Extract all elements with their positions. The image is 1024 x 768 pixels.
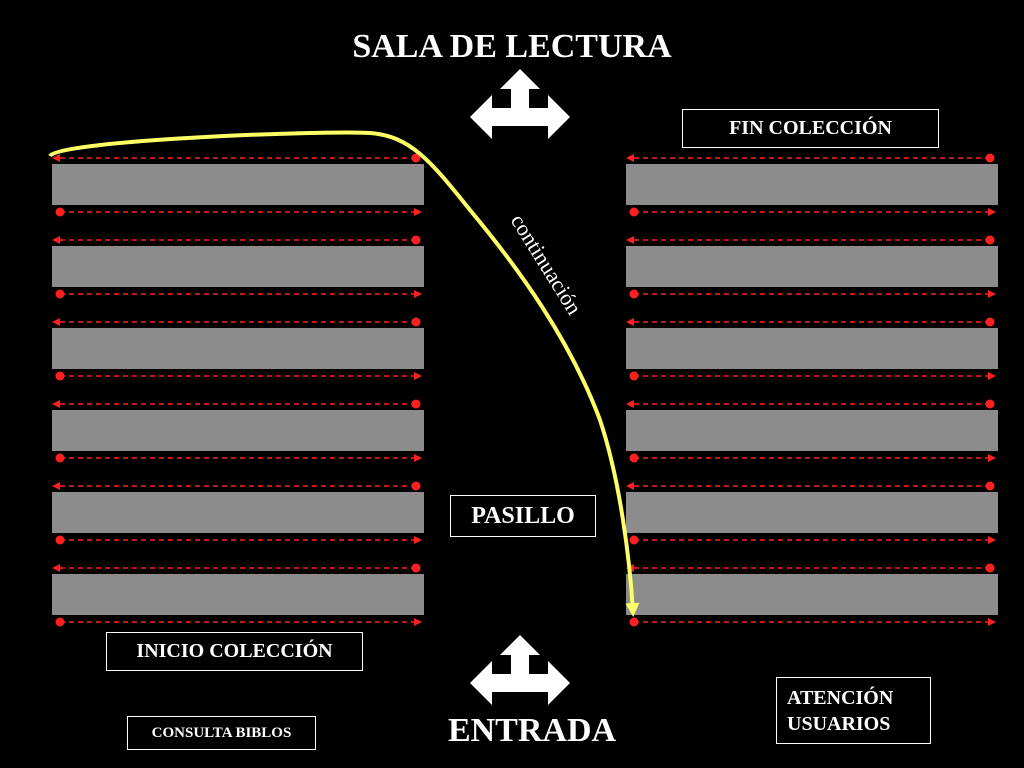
route-dot — [985, 481, 995, 491]
route-dot — [985, 317, 995, 327]
route-dot — [629, 207, 639, 217]
route-dot — [411, 563, 421, 573]
route-dot — [55, 371, 65, 381]
start-collection-box: INICIO COLECCIÓN — [106, 632, 363, 671]
user-service-label-line1: ATENCIÓN — [787, 686, 894, 709]
route-dot — [411, 481, 421, 491]
catalog-label: CONSULTA BIBLOS — [151, 724, 292, 741]
route-dot — [985, 235, 995, 245]
user-service-label-line2: USUARIOS — [787, 712, 891, 735]
route-dot — [411, 399, 421, 409]
route-dot — [55, 617, 65, 627]
route-dot — [55, 535, 65, 545]
shelf — [626, 574, 998, 615]
user-service-box: ATENCIÓN USUARIOS — [776, 677, 931, 744]
shelf — [626, 246, 998, 287]
route-dot — [55, 289, 65, 299]
catalog-box: CONSULTA BIBLOS — [127, 716, 316, 750]
route-dot — [629, 617, 639, 627]
aisle-box: PASILLO — [450, 495, 596, 537]
route-dot — [55, 207, 65, 217]
shelf — [52, 246, 424, 287]
start-collection-label: INICIO COLECCIÓN — [136, 640, 333, 662]
shelf — [52, 164, 424, 205]
continuation-path — [48, 130, 640, 617]
shelf — [626, 328, 998, 369]
end-collection-label: FIN COLECCIÓN — [729, 117, 892, 139]
route-dot — [629, 535, 639, 545]
routes-group — [52, 153, 996, 627]
shelves-group — [52, 164, 998, 615]
entrance-label: ENTRADA — [447, 712, 617, 749]
shelf — [52, 328, 424, 369]
shelf — [52, 574, 424, 615]
continuation-label: continuación — [506, 209, 587, 319]
route-dot — [411, 235, 421, 245]
shelf — [626, 164, 998, 205]
route-dot — [629, 371, 639, 381]
three-way-arrow-icon — [470, 635, 570, 705]
page-title: SALA DE LECTURA — [352, 28, 672, 65]
route-dot — [985, 563, 995, 573]
shelf — [626, 410, 998, 451]
route-dot — [985, 153, 995, 163]
end-collection-box: FIN COLECCIÓN — [682, 109, 939, 148]
route-dot — [629, 453, 639, 463]
route-dot — [985, 399, 995, 409]
shelf — [626, 492, 998, 533]
three-way-arrow-icon — [470, 69, 570, 139]
route-dot — [411, 153, 421, 163]
route-dot — [629, 289, 639, 299]
aisle-label: PASILLO — [471, 502, 575, 529]
route-dot — [55, 453, 65, 463]
shelf — [52, 410, 424, 451]
shelf — [52, 492, 424, 533]
route-dot — [411, 317, 421, 327]
